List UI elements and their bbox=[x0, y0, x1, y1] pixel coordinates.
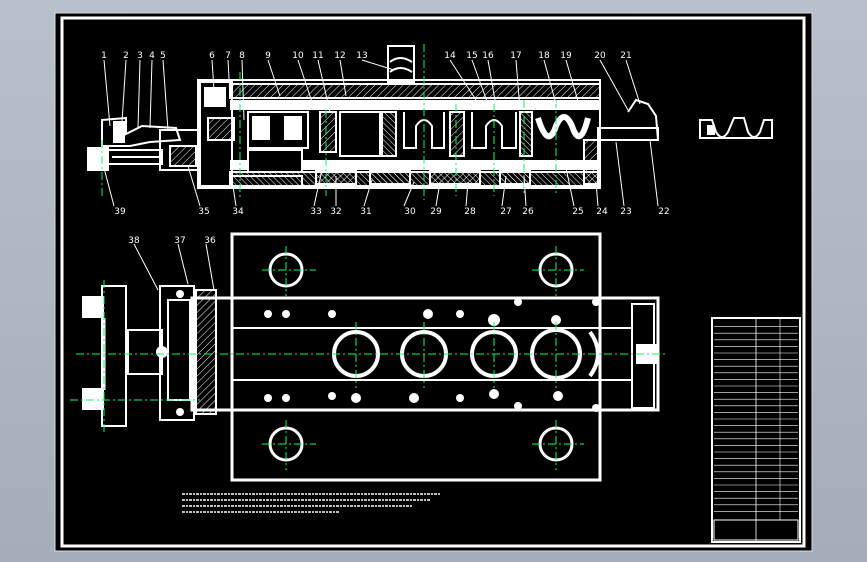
technical-notes bbox=[182, 493, 440, 513]
feeder-clamp bbox=[101, 116, 182, 147]
punch-2 bbox=[381, 111, 397, 157]
callout-13: 13 bbox=[356, 51, 367, 61]
callout-9: 9 bbox=[265, 51, 271, 61]
right-stop bbox=[627, 98, 660, 141]
cavity-1-insert-b bbox=[284, 116, 302, 140]
callout-2: 2 bbox=[123, 51, 129, 61]
upper-plate-band bbox=[230, 100, 600, 110]
section-view bbox=[87, 45, 660, 189]
guide-post-spring bbox=[389, 57, 413, 73]
drawing-border bbox=[60, 16, 806, 548]
callout-18: 18 bbox=[538, 51, 550, 61]
callout-20: 20 bbox=[594, 51, 606, 61]
callout-21: 21 bbox=[620, 51, 631, 61]
feed-frame bbox=[101, 285, 127, 427]
form-3-wave bbox=[535, 114, 591, 140]
profile-detail bbox=[699, 117, 773, 139]
callout-34: 34 bbox=[232, 207, 244, 217]
callout-30: 30 bbox=[404, 207, 416, 217]
callout-31: 31 bbox=[360, 207, 371, 217]
callout-14: 14 bbox=[444, 51, 456, 61]
lower-block-1 bbox=[247, 149, 303, 173]
callout-19: 19 bbox=[560, 51, 572, 61]
feed-frame-cap-bottom bbox=[82, 388, 104, 410]
callout-23: 23 bbox=[620, 207, 631, 217]
left-block-part bbox=[204, 87, 226, 107]
callout-15: 15 bbox=[466, 51, 477, 61]
die-body-outline bbox=[197, 79, 601, 189]
form-hole-5 bbox=[588, 330, 600, 378]
feed-guide bbox=[195, 289, 217, 415]
callout-35: 35 bbox=[198, 207, 209, 217]
punch-4 bbox=[519, 111, 533, 157]
plan-centerlines bbox=[70, 246, 668, 470]
lower-block-4 bbox=[429, 169, 481, 185]
callout-32: 32 bbox=[330, 207, 341, 217]
callout-27: 27 bbox=[500, 207, 511, 217]
callout-6: 6 bbox=[209, 51, 215, 61]
bottom-callouts: 39 35 34 33 32 31 30 29 28 27 26 25 24 23 22 bbox=[114, 207, 669, 217]
callout-7: 7 bbox=[225, 51, 231, 61]
cavity-1 bbox=[247, 111, 309, 149]
callout-12: 12 bbox=[334, 51, 345, 61]
plan-callouts: 38 37 36 bbox=[128, 236, 216, 246]
callout-8: 8 bbox=[239, 51, 245, 61]
callout-33: 33 bbox=[310, 207, 321, 217]
callout-28: 28 bbox=[464, 207, 476, 217]
cavity-2 bbox=[339, 111, 381, 157]
upper-plate-hatch bbox=[229, 83, 601, 99]
left-block-hatch bbox=[207, 117, 235, 141]
callout-4: 4 bbox=[149, 51, 155, 61]
callout-38: 38 bbox=[128, 236, 140, 246]
punch-1 bbox=[319, 111, 337, 153]
callout-36: 36 bbox=[204, 236, 216, 246]
callout-10: 10 bbox=[292, 51, 304, 61]
callout-16: 16 bbox=[482, 51, 494, 61]
cavity-1-insert-a bbox=[252, 116, 270, 140]
punch-3 bbox=[449, 111, 465, 157]
feed-frame-cap-top bbox=[82, 296, 104, 318]
callout-26: 26 bbox=[522, 207, 534, 217]
lower-block-3 bbox=[369, 169, 411, 185]
feeder-hatch bbox=[169, 145, 197, 167]
callout-17: 17 bbox=[510, 51, 521, 61]
callout-22: 22 bbox=[658, 207, 669, 217]
lower-plate-band bbox=[230, 160, 600, 170]
right-end-hatch bbox=[583, 139, 599, 185]
callout-37: 37 bbox=[174, 236, 185, 246]
feeder-handle bbox=[87, 147, 109, 171]
lower-plate-hatch bbox=[229, 171, 601, 187]
callout-1: 1 bbox=[101, 51, 107, 61]
callout-24: 24 bbox=[596, 207, 608, 217]
callout-29: 29 bbox=[430, 207, 442, 217]
feeder-clamp-pin bbox=[113, 121, 125, 143]
lower-block-5 bbox=[499, 169, 531, 185]
callout-3: 3 bbox=[137, 51, 143, 61]
callout-11: 11 bbox=[312, 51, 323, 61]
callout-5: 5 bbox=[160, 51, 166, 61]
callout-25: 25 bbox=[572, 207, 583, 217]
title-block bbox=[711, 317, 801, 543]
guide-post bbox=[387, 45, 415, 83]
callout-leaders bbox=[103, 59, 659, 291]
callout-39: 39 bbox=[114, 207, 126, 217]
plan-small-holes bbox=[156, 290, 600, 416]
